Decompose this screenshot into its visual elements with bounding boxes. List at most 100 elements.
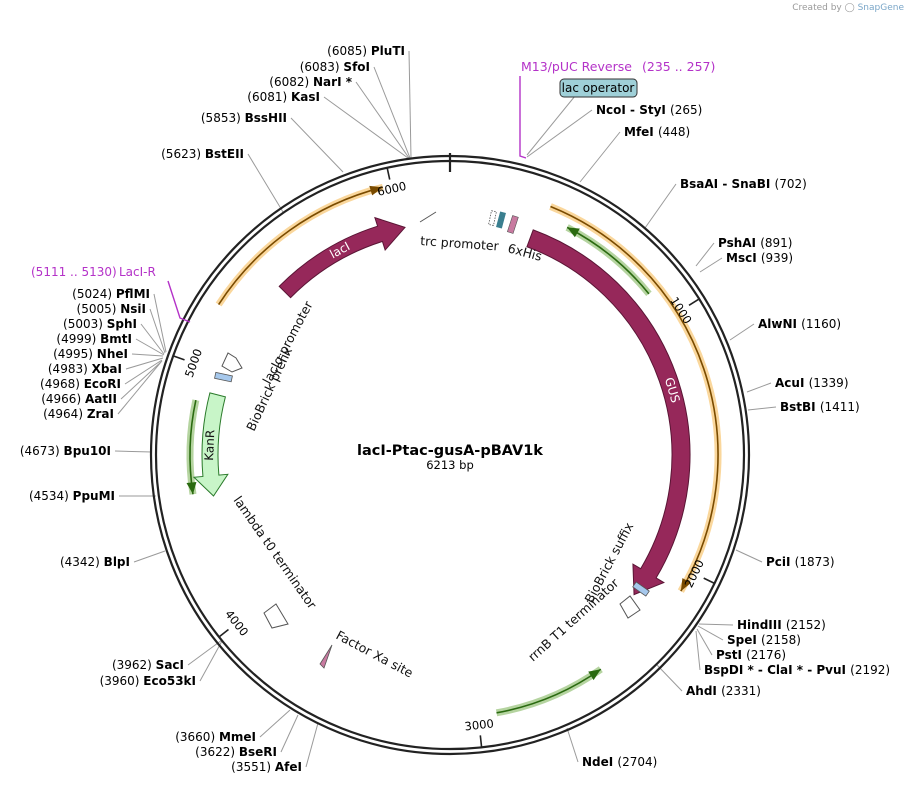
enzyme-leader — [114, 450, 153, 453]
tick-mark — [688, 298, 700, 307]
enzyme-leader — [305, 722, 319, 768]
tick-mark — [218, 628, 229, 638]
lac-operator-label: lac operator — [562, 81, 635, 95]
enzyme-leader — [125, 357, 164, 370]
enzyme-leader — [698, 623, 734, 626]
rrnb-terminator-arrow — [619, 595, 641, 619]
primers: M13/pUC Reverse (235 .. 257) (5111 .. 51… — [31, 59, 715, 323]
enzyme-label-ecori: (4968) EcoRI — [40, 377, 121, 391]
enzyme-label-msci: MscI (939) — [726, 251, 793, 265]
small-features — [214, 210, 650, 669]
enzyme-leader — [566, 727, 579, 763]
primer-lacir-line — [167, 280, 191, 323]
green-arrow-bottom-head — [588, 669, 601, 681]
lac-operator-box — [496, 211, 506, 229]
enzyme-label-nsii: (5005) NsiI — [77, 302, 146, 316]
primer-m13-name: M13/pUC Reverse — [521, 59, 632, 74]
credit-brand: SnapGene — [857, 3, 904, 13]
trc-promoter-arrow — [419, 211, 437, 223]
enzyme-leader — [408, 50, 412, 159]
enzyme-label-sfoi: (6083) SfoI — [300, 60, 370, 74]
enzyme-label-bpu10i: (4673) Bpu10I — [20, 444, 111, 458]
enzyme-label-pcii: PciI (1873) — [766, 555, 835, 569]
enzyme-label-alwni: AlwNI (1160) — [758, 317, 841, 331]
enzyme-leader — [747, 406, 777, 411]
tick-mark — [386, 167, 391, 180]
enzyme-leader — [746, 382, 772, 393]
enzyme-label-sphi: (5003) SphI — [63, 317, 137, 331]
orange-arrow-left-head — [369, 185, 383, 196]
primer-m13-range: (235 .. 257) — [642, 59, 715, 74]
enzyme-label-ppumi: (4534) PpuMI — [29, 489, 115, 503]
enzyme-label-acui: AcuI (1339) — [775, 376, 849, 390]
enzyme-label-hindiii: HindIII (2152) — [737, 618, 826, 632]
enzyme-label-nari: (6082) NarI * — [269, 75, 352, 89]
lambda-terminator-label: lambda t0 terminator — [231, 493, 321, 612]
green-arrow-top-head — [567, 227, 580, 238]
tick-label: 6000 — [376, 179, 408, 199]
enzyme-label-bstbi: BstBI (1411) — [780, 400, 860, 414]
enzyme-label-blpi: (4342) BlpI — [60, 555, 130, 569]
enzyme-label-pflmi: (5024) PflMI — [72, 287, 150, 301]
laciq-promoter-arrow — [221, 352, 243, 373]
tick-mark — [172, 355, 185, 361]
enzyme-leader — [135, 338, 165, 356]
orange-arrow-right — [550, 205, 719, 592]
enzyme-label-aatii: (4966) AatII — [41, 392, 117, 406]
enzyme-label-zrai: (4964) ZraI — [43, 407, 114, 421]
enzyme-label-nhei: (4995) NheI — [53, 347, 128, 361]
enzyme-leader — [290, 117, 344, 173]
lambda-terminator-arrow — [263, 603, 289, 629]
feature-arrow-kanr — [192, 392, 229, 497]
plasmid-name: lacI-Ptac-gusA-pBAV1k — [357, 443, 543, 459]
enzyme-leader — [124, 359, 163, 385]
feature-label-gus: GUS — [662, 376, 683, 405]
sixhis-box — [506, 215, 519, 234]
tick-mark — [479, 735, 483, 748]
primer-lacir-name: LacI-R — [119, 265, 156, 279]
enzyme-leader — [153, 293, 167, 353]
factor-xa-mark — [319, 644, 333, 669]
enzyme-leader — [140, 323, 165, 355]
enzyme-label-bspdi: BspDI * - ClaI * - PvuI (2192) — [704, 663, 890, 677]
credit-prefix: Created by — [792, 3, 842, 13]
snapgene-logo-icon: ◯ — [844, 3, 855, 13]
enzyme-leader-lines — [114, 50, 777, 768]
credit-line: Created by ◯ SnapGene — [792, 3, 904, 13]
enzyme-label-bsteii: (5623) BstEII — [161, 147, 244, 161]
enzyme-label-bmti: (4999) BmtI — [56, 332, 132, 346]
rbs-box — [488, 210, 497, 226]
tick-label: 5000 — [182, 347, 205, 379]
enzyme-leader — [117, 361, 162, 415]
green-arrow-kan-head — [186, 481, 197, 495]
enzyme-leader — [280, 714, 299, 753]
enzyme-label-xbai: (4983) XbaI — [48, 362, 122, 376]
orange-arrow-right-head — [680, 578, 692, 592]
enzyme-leader — [247, 153, 284, 213]
enzyme-label-bsaai: BsaAI - SnaBI (702) — [680, 177, 807, 191]
enzyme-leader — [579, 131, 621, 183]
enzyme-label-psti: PstI (2176) — [716, 648, 786, 662]
enzyme-label-eco53ki: (3960) Eco53kI — [100, 674, 196, 688]
enzyme-leader — [526, 109, 593, 158]
feature-label-kanr: KanR — [202, 429, 217, 461]
factor-xa-label: Factor Xa site — [334, 627, 416, 680]
enzyme-leader — [187, 639, 223, 666]
lac-operator-label-box — [559, 78, 638, 98]
enzyme-leader — [355, 81, 410, 159]
enzyme-leader — [697, 625, 724, 641]
enzyme-leader — [695, 242, 715, 267]
enzyme-leader — [729, 323, 755, 341]
enzyme-leader — [373, 66, 411, 159]
enzyme-label-pluti: (6085) PluTI — [327, 44, 405, 58]
enzyme-leader — [323, 96, 409, 159]
biobrick-suffix-box — [632, 581, 650, 597]
enzyme-leader — [131, 353, 164, 357]
trc-promoter-label: trc promoter — [420, 233, 500, 254]
tick-label: 1000 — [667, 294, 694, 326]
enzyme-leader — [696, 628, 713, 656]
enzyme-leader — [149, 308, 166, 354]
enzyme-leader — [133, 550, 166, 563]
enzyme-label-spei: SpeI (2158) — [727, 633, 801, 647]
